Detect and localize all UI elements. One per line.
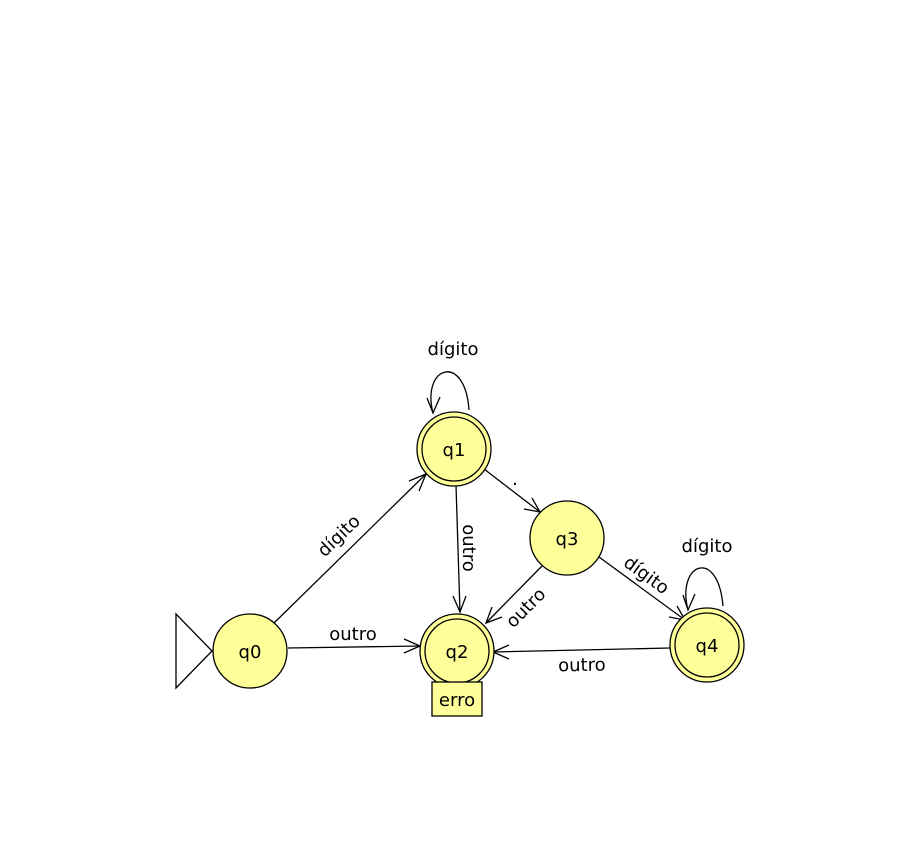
transition-q1-q3: .: [483, 468, 542, 513]
transition-label: dígito: [428, 339, 479, 360]
state-q0[interactable]: q0: [212, 613, 288, 689]
state-label: q4: [696, 636, 719, 657]
transition-label: outro: [458, 524, 479, 572]
note-text: erro: [439, 690, 475, 711]
state-q3[interactable]: q3: [529, 500, 605, 576]
state-q4[interactable]: q4: [669, 607, 745, 683]
transition-q1-q1: dígito: [426, 339, 479, 415]
state-label: q0: [239, 642, 262, 663]
transition-q0-q1: dígito: [273, 472, 428, 624]
state-q2[interactable]: q2: [419, 613, 495, 689]
state-label: q3: [556, 529, 579, 550]
transition-label: dígito: [314, 511, 365, 561]
transition-label: outro: [558, 655, 606, 677]
transition-q0-q2: outro: [287, 624, 422, 654]
initial-state-marker: [175, 612, 213, 690]
transition-q3-q2: outro: [484, 565, 550, 632]
transition-label: .: [512, 469, 518, 490]
transition-q4-q4: dígito: [682, 536, 733, 612]
transition-q1-q2: outro: [452, 484, 479, 614]
state-label: q1: [443, 440, 466, 461]
transition-q3-q4: dígito: [598, 552, 687, 621]
transition-label: outro: [502, 584, 550, 632]
transition-label: dígito: [682, 536, 733, 557]
state-q1[interactable]: q1: [416, 411, 492, 487]
state-note-q2: erro: [431, 681, 483, 717]
transition-label: outro: [329, 624, 377, 645]
transition-q4-q2: outro: [491, 644, 671, 677]
state-label: q2: [446, 642, 469, 663]
